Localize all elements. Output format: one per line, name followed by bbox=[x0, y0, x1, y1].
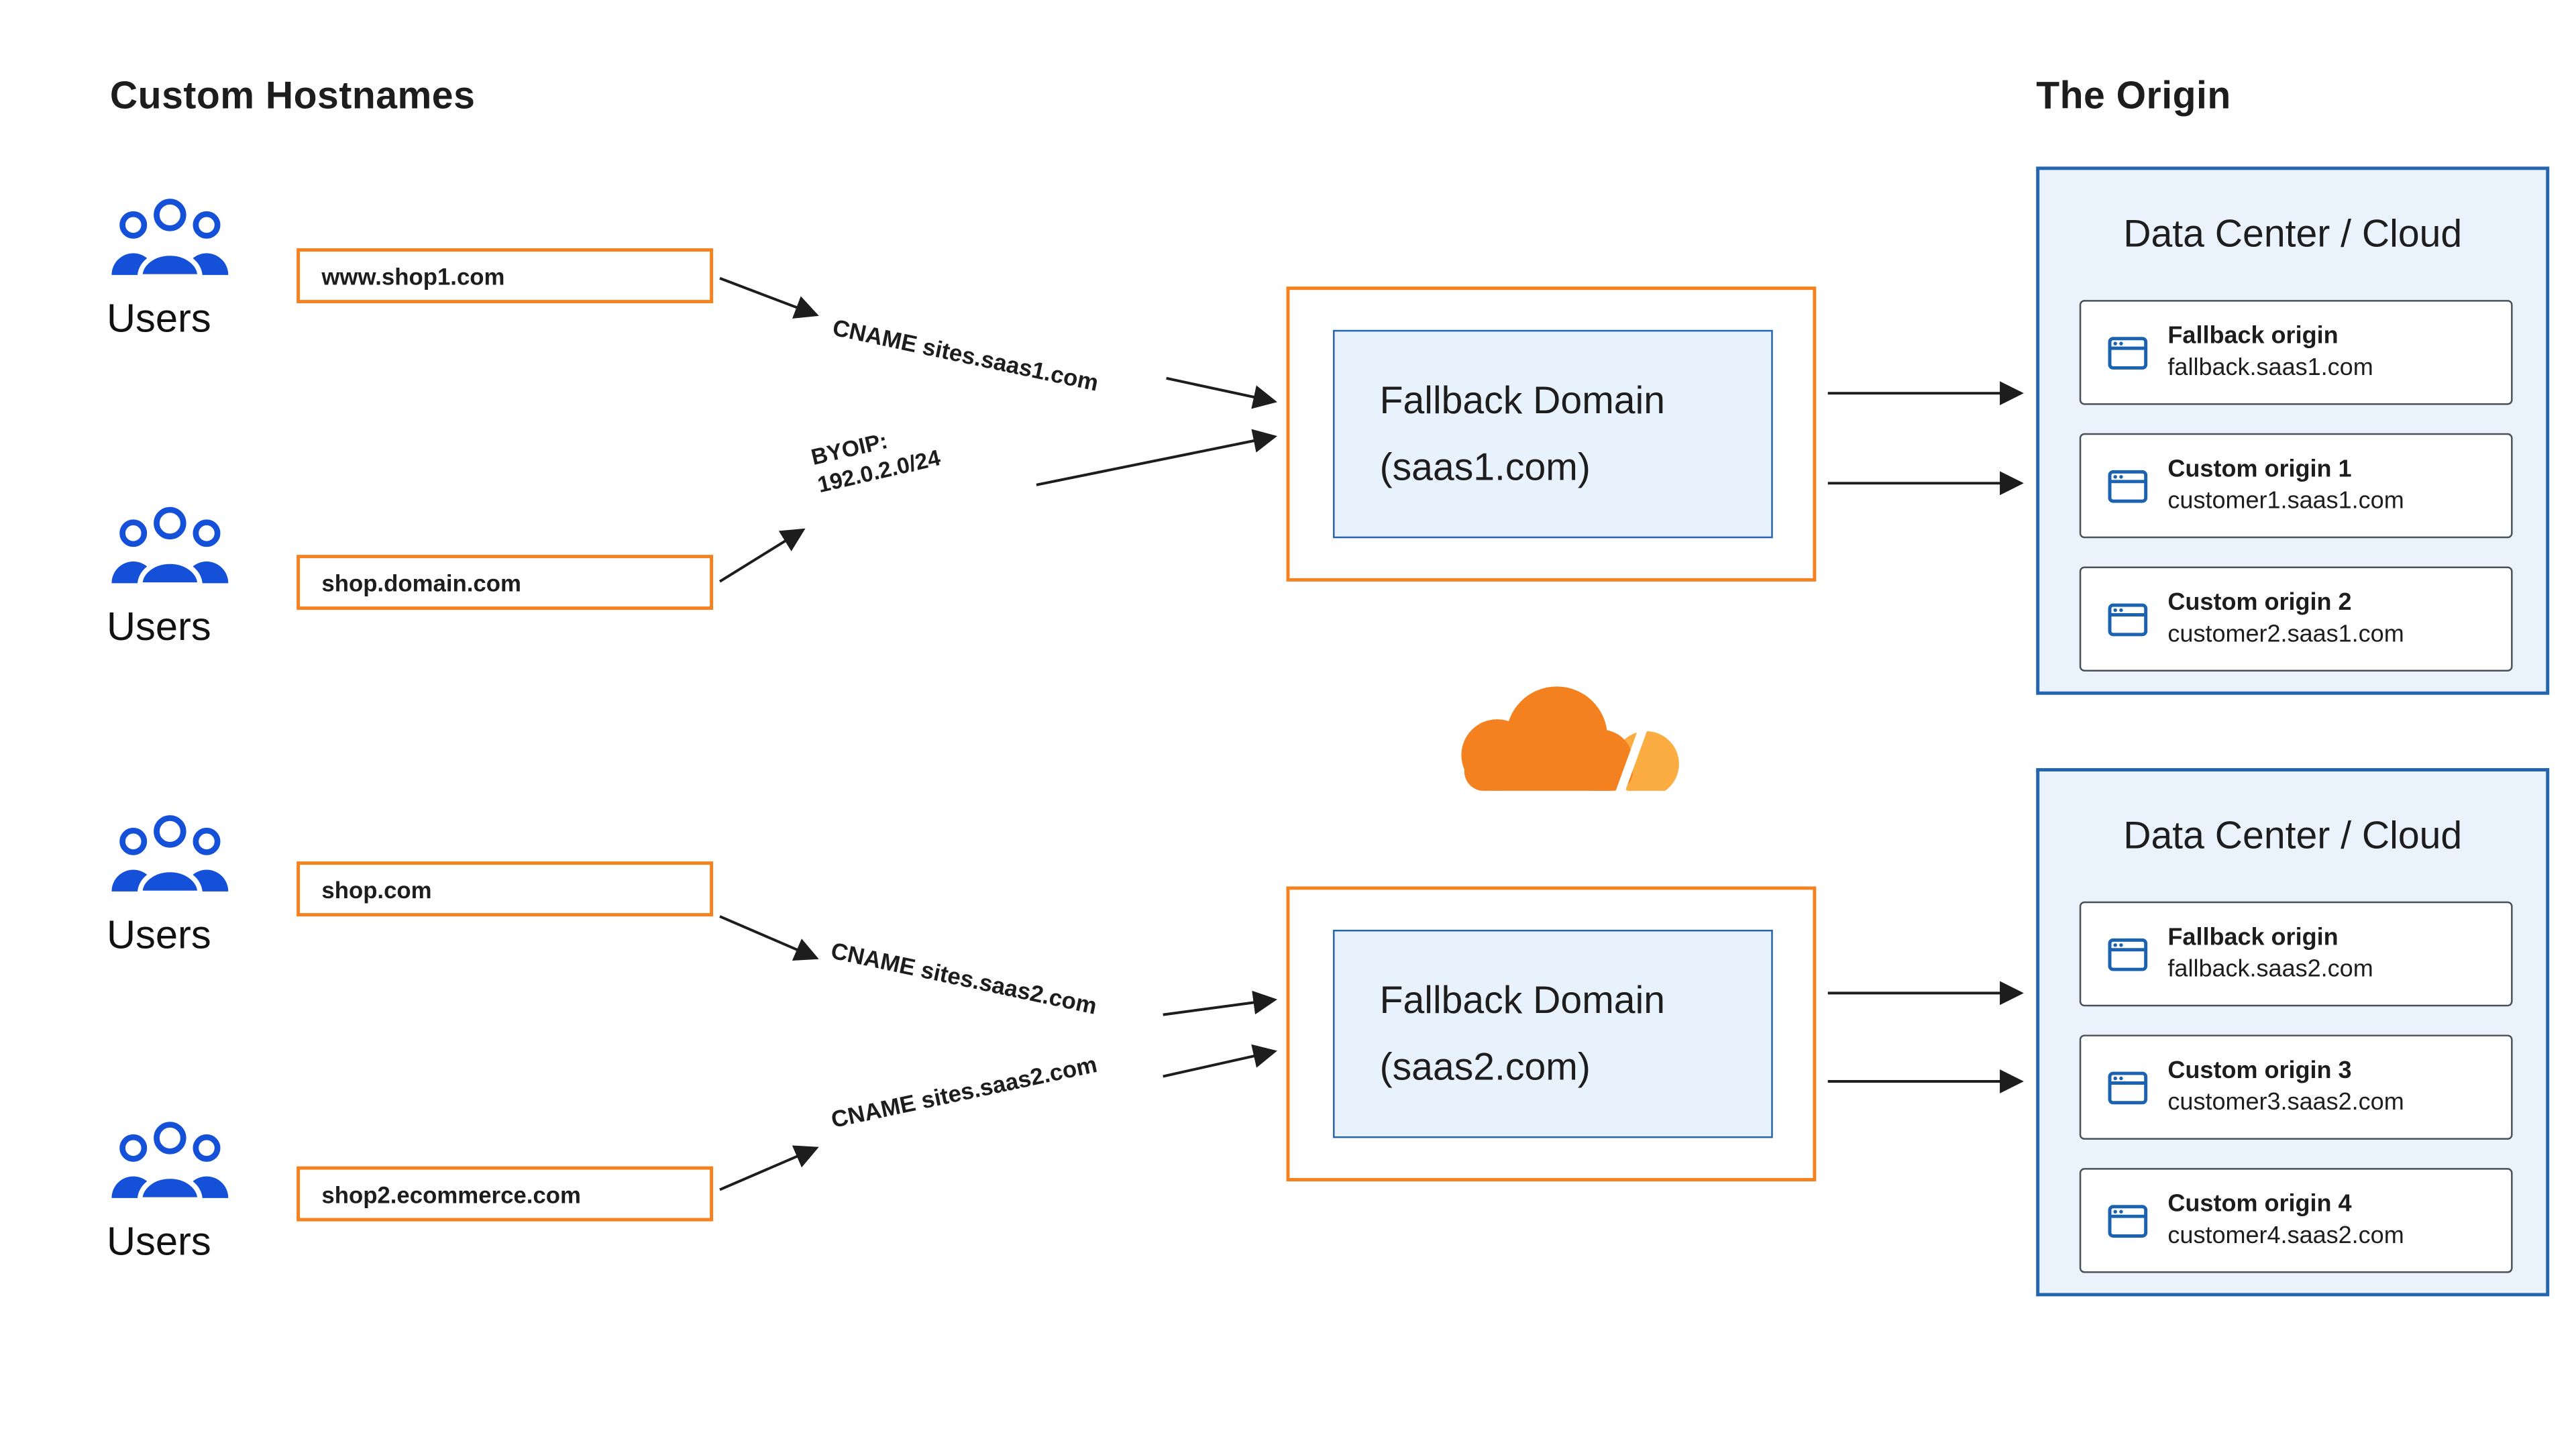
users-group-2: Users bbox=[107, 505, 257, 652]
custom-hostnames-heading: Custom Hostnames bbox=[109, 73, 476, 117]
arrow-label-cname-saas1: CNAME sites.saas1.com bbox=[830, 313, 1102, 396]
hostname-label: shop.com bbox=[321, 875, 432, 902]
fallback-domain-inner: Fallback Domain (saas2.com) bbox=[1333, 929, 1773, 1138]
datacenter-title: Data Center / Cloud bbox=[2123, 211, 2463, 256]
arrow-label-cname-saas2-upper: CNAME sites.saas2.com bbox=[828, 936, 1099, 1020]
users-icon bbox=[107, 197, 233, 283]
arrow-line bbox=[719, 276, 819, 319]
arrow-line bbox=[1163, 990, 1278, 1016]
users-label: Users bbox=[106, 1220, 211, 1265]
browser-icon bbox=[2108, 469, 2148, 502]
users-icon bbox=[107, 505, 233, 592]
origin-name: Custom origin 3 bbox=[2167, 1057, 2352, 1084]
arrow-line bbox=[1036, 429, 1278, 486]
users-group-1: Users bbox=[107, 197, 257, 343]
users-icon bbox=[107, 1120, 233, 1206]
origin-card-custom3: Custom origin 3 customer3.saas2.com bbox=[2079, 1034, 2513, 1140]
datacenter-box-saas1: Data Center / Cloud Fallback origin fall… bbox=[2036, 166, 2550, 695]
origin-name: Custom origin 4 bbox=[2167, 1190, 2352, 1218]
fallback-domain-box-saas1: Fallback Domain (saas1.com) bbox=[1286, 286, 1817, 582]
arrow-line bbox=[1166, 376, 1277, 409]
browser-icon bbox=[2108, 1071, 2148, 1104]
arrow-label-cname-saas2-lower: CNAME sites.saas2.com bbox=[828, 1050, 1099, 1133]
origin-host: customer4.saas2.com bbox=[2167, 1222, 2404, 1249]
users-label: Users bbox=[106, 604, 211, 650]
origin-host: fallback.saas2.com bbox=[2167, 955, 2373, 983]
hostname-label: shop2.ecommerce.com bbox=[321, 1180, 581, 1208]
fallback-domain-inner: Fallback Domain (saas1.com) bbox=[1333, 329, 1773, 539]
browser-icon bbox=[2108, 335, 2148, 369]
datacenter-title: Data Center / Cloud bbox=[2123, 813, 2463, 857]
browser-icon bbox=[2108, 1204, 2148, 1238]
fallback-domain-title: Fallback Domain bbox=[1379, 378, 1666, 423]
hostname-box-shop: shop.com bbox=[297, 861, 714, 917]
origin-host: customer2.saas1.com bbox=[2167, 621, 2404, 647]
hostname-label: www.shop1.com bbox=[321, 262, 505, 289]
origin-host: customer1.saas1.com bbox=[2167, 487, 2404, 515]
fallback-domain-box-saas2: Fallback Domain (saas2.com) bbox=[1286, 886, 1817, 1182]
browser-icon bbox=[2108, 602, 2148, 636]
origin-name: Fallback origin bbox=[2167, 924, 2339, 951]
origin-host: fallback.saas1.com bbox=[2167, 354, 2373, 381]
origin-name: Custom origin 2 bbox=[2167, 589, 2352, 616]
cloudflare-logo bbox=[1419, 686, 1703, 818]
origin-name: Fallback origin bbox=[2167, 322, 2339, 350]
arrow-line bbox=[719, 1145, 819, 1191]
arrow-line bbox=[719, 915, 819, 961]
datacenter-box-saas2: Data Center / Cloud Fallback origin fall… bbox=[2036, 768, 2550, 1297]
origin-card-custom4: Custom origin 4 customer4.saas2.com bbox=[2079, 1168, 2513, 1273]
hostname-box-shop-domain: shop.domain.com bbox=[297, 555, 714, 610]
arrow-line bbox=[1163, 1044, 1277, 1078]
origin-card-custom1: Custom origin 1 customer1.saas1.com bbox=[2079, 433, 2513, 539]
fallback-domain-name: (saas1.com) bbox=[1379, 443, 1591, 488]
hostname-label: shop.domain.com bbox=[321, 569, 521, 596]
hostname-box-www-shop1: www.shop1.com bbox=[297, 248, 714, 304]
arrow-line bbox=[718, 528, 806, 583]
the-origin-heading: The Origin bbox=[2036, 73, 2231, 117]
origin-card-fallback-saas1: Fallback origin fallback.saas1.com bbox=[2079, 300, 2513, 405]
origin-host: customer3.saas2.com bbox=[2167, 1089, 2404, 1116]
origin-card-fallback-saas2: Fallback origin fallback.saas2.com bbox=[2079, 901, 2513, 1007]
users-icon bbox=[107, 813, 233, 900]
origin-card-custom2: Custom origin 2 customer2.saas1.com bbox=[2079, 566, 2513, 672]
origin-name: Custom origin 1 bbox=[2167, 455, 2352, 483]
users-label: Users bbox=[106, 297, 211, 342]
fallback-domain-title: Fallback Domain bbox=[1379, 978, 1666, 1022]
users-group-4: Users bbox=[107, 1120, 257, 1267]
browser-icon bbox=[2108, 937, 2148, 971]
users-group-3: Users bbox=[107, 813, 257, 960]
arrow-label-byoip: BYOIP: 192.0.2.0/24 bbox=[808, 416, 943, 499]
users-label: Users bbox=[106, 913, 211, 959]
hostname-box-shop2-ecommerce: shop2.ecommerce.com bbox=[297, 1166, 714, 1222]
fallback-domain-name: (saas2.com) bbox=[1379, 1044, 1591, 1087]
